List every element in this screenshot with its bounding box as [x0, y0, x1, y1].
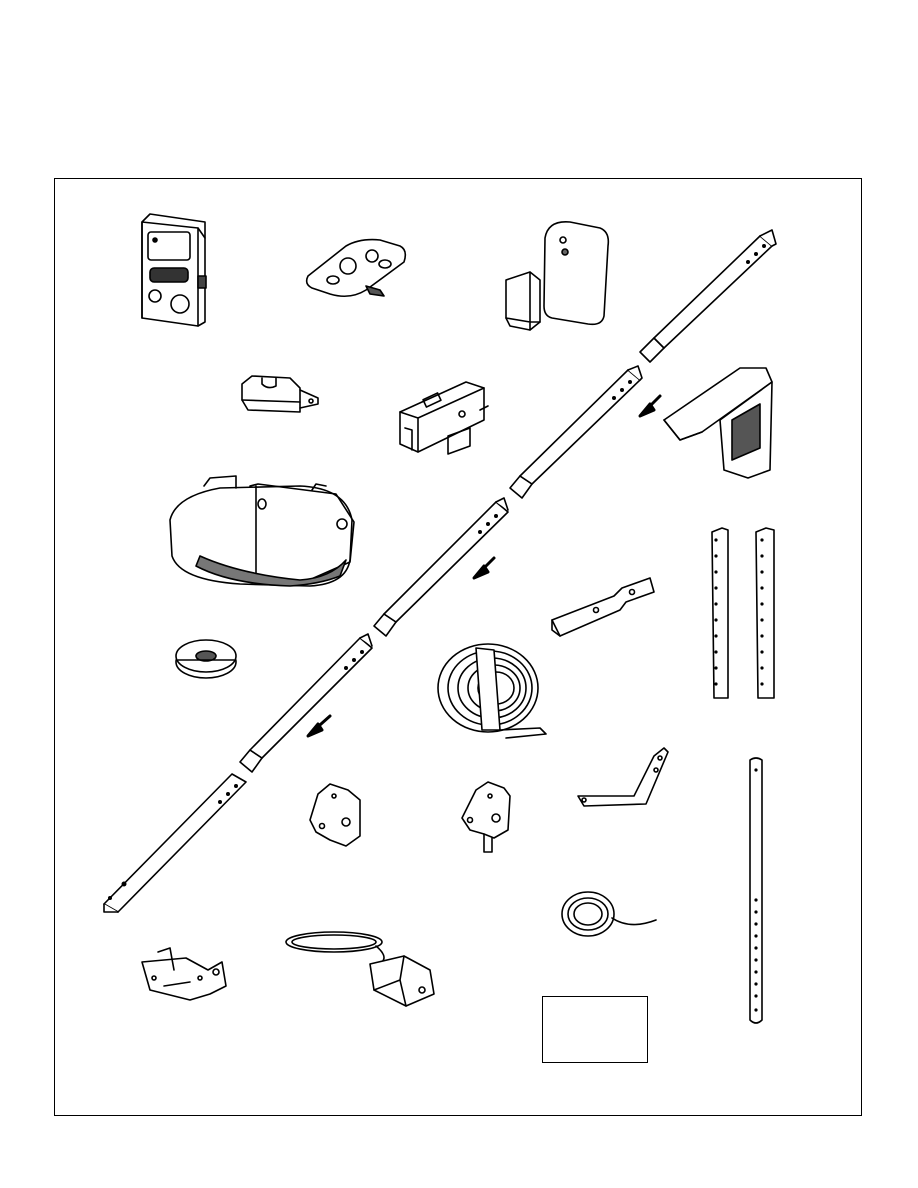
hardware-bag-box	[542, 996, 648, 1063]
keypad-icon	[664, 368, 772, 478]
sensor-bracket-icon	[462, 782, 510, 852]
trolley-icon	[400, 382, 488, 454]
cord-icon	[286, 932, 434, 1006]
belt-icon	[438, 644, 546, 738]
angle-iron-icon	[712, 528, 774, 698]
door-bracket-icon	[142, 948, 226, 1000]
opener-icon	[170, 476, 354, 586]
bracket-icon	[552, 578, 654, 636]
sensor-pair-icon	[506, 222, 608, 330]
curved-arm-icon	[578, 748, 668, 806]
wire-coil-icon	[562, 892, 656, 936]
keychain-remote-icon	[307, 240, 406, 297]
pulley-icon	[176, 640, 236, 678]
sensor-bracket-icon	[310, 784, 360, 846]
cover-icon	[242, 376, 318, 412]
wall-control-icon	[142, 214, 206, 326]
